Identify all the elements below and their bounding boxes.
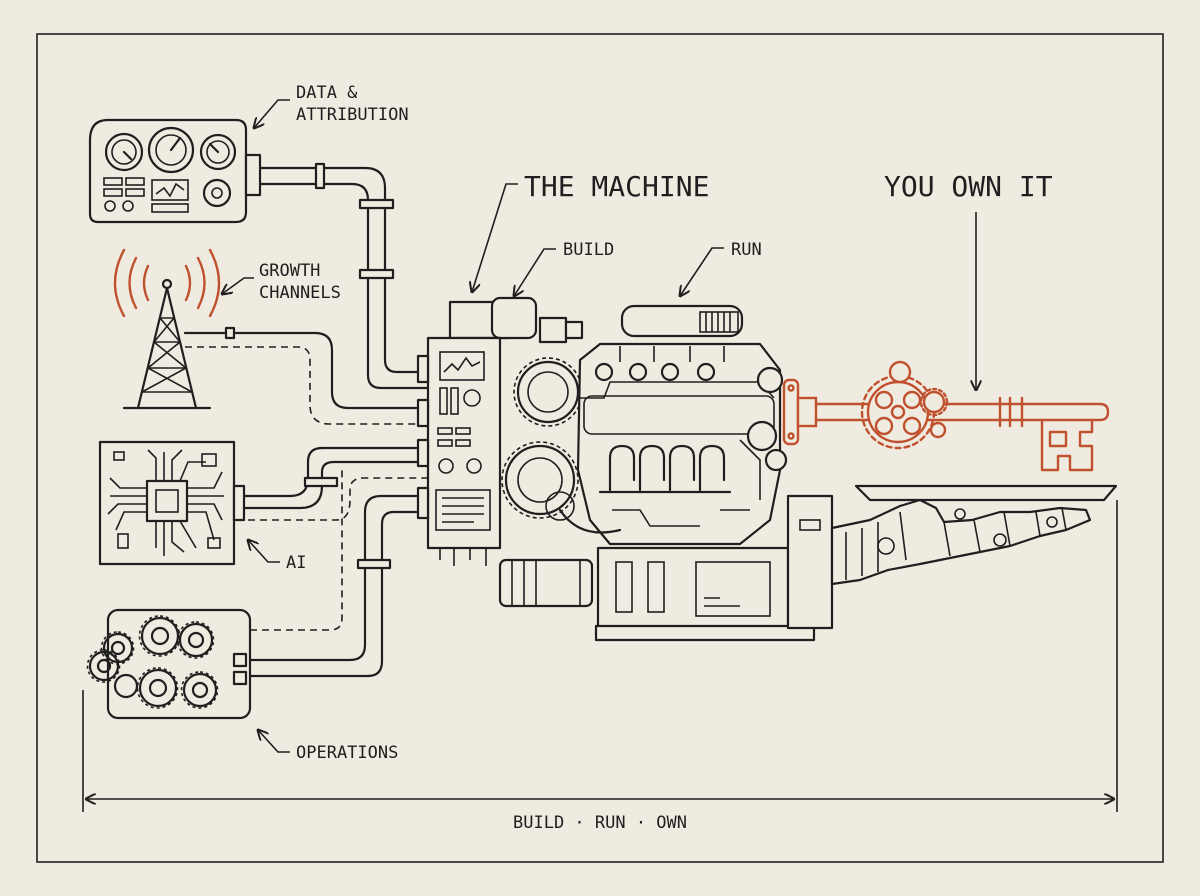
radio-tower-icon [113, 248, 221, 410]
dashboard-gauges-icon [88, 118, 262, 224]
ai-label: AI [286, 553, 306, 573]
data-attribution-label-line2: ATTRIBUTION [296, 105, 409, 125]
annotations: DATA & ATTRIBUTION GROWTH CHANNELS AI OP… [222, 83, 1053, 763]
growth-channels-label-line2: CHANNELS [259, 283, 341, 303]
operations-label: OPERATIONS [296, 743, 398, 763]
growth-channels-label-line1: GROWTH [259, 261, 320, 281]
engine-machine-icon [416, 296, 834, 642]
timeline: BUILD · RUN · OWN [82, 500, 1118, 833]
run-label: RUN [731, 240, 762, 260]
circuit-chip-icon [98, 440, 246, 566]
timeline-label: BUILD · RUN · OWN [513, 813, 687, 833]
you-own-it-title: YOU OWN IT [884, 170, 1053, 203]
data-attribution-label-line1: DATA & [296, 83, 358, 103]
robot-hand-icon [830, 484, 1118, 586]
gearbox-icon [86, 608, 252, 720]
frame-border [36, 33, 1164, 863]
the-machine-title: THE MACHINE [524, 170, 709, 203]
build-label: BUILD [563, 240, 614, 260]
pipe-network [183, 162, 432, 678]
key-icon [782, 360, 1110, 472]
